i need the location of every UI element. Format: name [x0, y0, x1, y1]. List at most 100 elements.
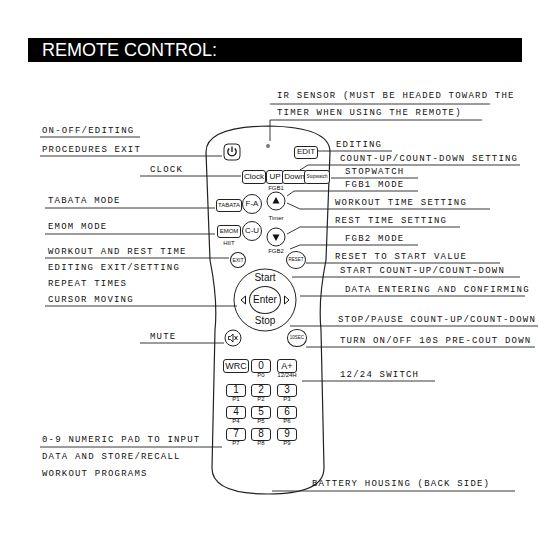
remote-button: 5P5 [251, 406, 271, 419]
callout-text: CLOCK [150, 164, 183, 176]
callout-text: BATTERY HOUSING (BACK SIDE) [312, 478, 490, 490]
mute-icon [229, 334, 238, 342]
button-sublabel: P0 [257, 372, 264, 379]
button-label: 6 [284, 407, 290, 417]
button-label: C-U [245, 227, 259, 235]
ir-sensor [266, 144, 270, 148]
button-label: 8 [258, 429, 264, 439]
button-label: WRC [225, 362, 247, 371]
button-label: Stopwatch [306, 175, 327, 180]
callout-text: TABATA MODE [48, 195, 121, 207]
button-label: 7 [233, 429, 239, 439]
callout-text: WORKOUT TIME SETTING [335, 197, 467, 209]
button-sublabel: P9 [283, 440, 290, 447]
button-label: Clock [244, 173, 264, 181]
remote-button: A+12/24H [277, 359, 297, 373]
callout-text: EMOM MODE [48, 221, 107, 233]
remote-button: Down [282, 170, 306, 184]
button-label: EDIT [297, 148, 315, 156]
button-label: TABATA [218, 202, 240, 208]
callout-text: REST TIME SETTING [335, 215, 447, 227]
remote-button: F-A [242, 194, 262, 214]
button-label: 10SEC [290, 336, 304, 341]
remote-button: 1P1 [226, 384, 246, 397]
up-arrow-icon [273, 197, 280, 204]
title-band [28, 38, 522, 62]
button-caption: Timer [268, 215, 283, 222]
remote-button: EDIT [294, 146, 318, 159]
callout-text: WORKOUT AND REST TIME EDITING EXIT/SETTI… [48, 244, 198, 292]
button-label: UP [269, 173, 280, 181]
down-arrow-icon [273, 235, 280, 242]
callout-text: STOP/PAUSE COUNT-UP/COUNT-DOWN [338, 314, 536, 326]
button-label: 1 [233, 385, 239, 395]
button-caption: HIIT [223, 240, 234, 247]
remote-button: 4P4 [226, 406, 246, 419]
button-sublabel: P5 [257, 418, 264, 425]
callout-text: RESET TO START VALUE [335, 251, 467, 263]
button-caption: Start [254, 272, 275, 283]
callout-text: CURSOR MOVING [48, 294, 134, 306]
button-sublabel: P7 [232, 440, 239, 447]
remote-button: 10SEC [287, 329, 306, 346]
button-sublabel: 12/24H [277, 372, 296, 379]
callout-text: FGB1 MODE [345, 179, 404, 191]
button-label: EMOM [220, 228, 239, 234]
remote-button: EMOM [217, 225, 241, 238]
remote-button: EXIT [230, 252, 246, 268]
remote-button: 3P3 [277, 384, 297, 397]
remote-button: RESET [286, 251, 306, 269]
remote-button: 9P9 [277, 428, 297, 441]
callout-text: START COUNT-UP/COUNT-DOWN [340, 265, 505, 277]
button-caption: FGB2 [268, 248, 284, 255]
callout-text: MUTE [150, 331, 176, 343]
callout-text: ON-OFF/EDITING PROCEDURES EXIT [42, 122, 154, 160]
remote-body [206, 126, 330, 494]
title-text: REMOTE CONTROL: [42, 39, 217, 61]
power-icon [228, 147, 236, 156]
callout-text: COUNT-UP/COUNT-DOWN SETTING [340, 153, 518, 165]
callout-text: FGB2 MODE [345, 233, 404, 245]
remote-button: C-U [242, 221, 262, 241]
callout-text: 12/24 SWITCH [340, 369, 419, 381]
remote-button: Stopwatch [304, 170, 329, 184]
button-sublabel: P8 [257, 440, 264, 447]
button-label: Down [284, 173, 304, 181]
button-label: 9 [284, 429, 290, 439]
button-sublabel: P2 [257, 396, 264, 403]
remote-button: 7P7 [226, 428, 246, 441]
remote-button: Clock [242, 170, 266, 184]
button-label: F-A [246, 200, 259, 208]
down-arrow-button [267, 228, 285, 246]
leader-line [40, 104, 538, 491]
mute-button [225, 330, 241, 346]
button-label: 4 [233, 407, 239, 417]
button-sublabel: P1 [232, 396, 239, 403]
callout-text: TURN ON/OFF 10S PRE-COUT DOWN [340, 335, 531, 347]
button-label: EXIT [232, 258, 243, 263]
button-sublabel: P4 [232, 418, 239, 425]
remote-button: 2P2 [251, 384, 271, 397]
button-caption: FGB1 [268, 185, 284, 192]
button-caption: Stop [255, 315, 276, 326]
button-label: 5 [258, 407, 264, 417]
direction-ring [234, 269, 296, 331]
callout-text: EDITING [336, 139, 382, 151]
callout-text: 0-9 NUMERIC PAD TO INPUT DATA AND STORE/… [42, 432, 227, 483]
power-button [224, 144, 240, 160]
button-label: A+ [281, 362, 292, 371]
button-label: Enter [253, 295, 277, 305]
remote-button: 6P6 [277, 406, 297, 419]
button-label: 2 [258, 385, 264, 395]
remote-button: Enter [249, 286, 281, 314]
callout-text: IR SENSOR (MUST BE HEADED TOWARD THE TIM… [277, 88, 527, 122]
remote-button: 8P8 [251, 428, 271, 441]
remote-button: 0P0 [251, 359, 271, 373]
button-sublabel: P6 [283, 418, 290, 425]
button-label: 0 [258, 361, 264, 371]
button-label: 3 [284, 385, 290, 395]
remote-button: TABATA [216, 199, 242, 212]
up-arrow-button [267, 192, 285, 210]
callout-text: DATA ENTERING AND CONFIRMING [345, 284, 530, 296]
